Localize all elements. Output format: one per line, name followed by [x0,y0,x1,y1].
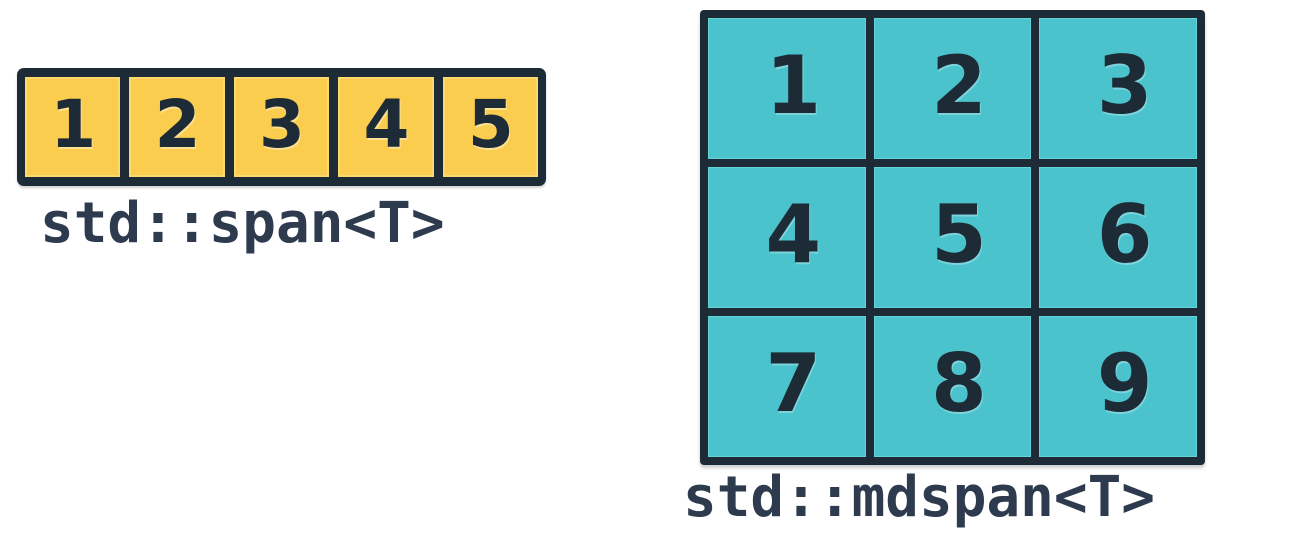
mdspan-cell-value: 5 [931,187,987,281]
mdspan-cell[interactable]: 8 [873,316,1032,457]
span-cell[interactable]: 2 [129,77,225,177]
mdspan-cell[interactable]: 5 [873,167,1032,308]
mdspan-cell[interactable]: 6 [1039,167,1197,308]
mdspan-figure: 1 2 3 4 5 6 7 8 9 [700,10,1205,465]
span-container: 1 2 3 4 5 [17,68,546,186]
mdspan-cell-value: 2 [931,38,987,132]
mdspan-cell-value: 1 [765,38,821,132]
mdspan-cell-value: 7 [765,336,821,430]
span-cell[interactable]: 4 [338,77,434,177]
mdspan-cell-value: 3 [1096,38,1153,132]
span-cell-value: 1 [50,86,96,163]
span-cell-value: 3 [259,86,305,163]
mdspan-cell[interactable]: 3 [1039,18,1197,159]
span-cell-value: 4 [363,86,409,163]
mdspan-caption-label: std::mdspan<T> [683,465,1156,530]
span-cell[interactable]: 5 [442,77,539,177]
mdspan-cell[interactable]: 9 [1039,316,1197,457]
mdspan-cell[interactable]: 2 [873,18,1032,159]
mdspan-cell-value: 4 [765,187,821,281]
mdspan-cell-value: 9 [1096,336,1153,430]
span-caption-label: std::span<T> [40,191,445,256]
mdspan-cell-value: 8 [931,336,987,430]
mdspan-cell[interactable]: 7 [708,316,866,457]
span-cell[interactable]: 3 [233,77,330,177]
span-cell-value: 2 [154,86,201,163]
mdspan-cell[interactable]: 1 [708,18,866,159]
mdspan-cell-value: 6 [1096,187,1153,281]
mdspan-cell[interactable]: 4 [708,167,866,308]
span-cell-value: 5 [467,86,514,163]
mdspan-grid-container: 1 2 3 4 5 6 7 8 9 [700,10,1205,465]
span-figure: 1 2 3 4 5 [17,68,546,186]
span-cell[interactable]: 1 [25,77,121,177]
